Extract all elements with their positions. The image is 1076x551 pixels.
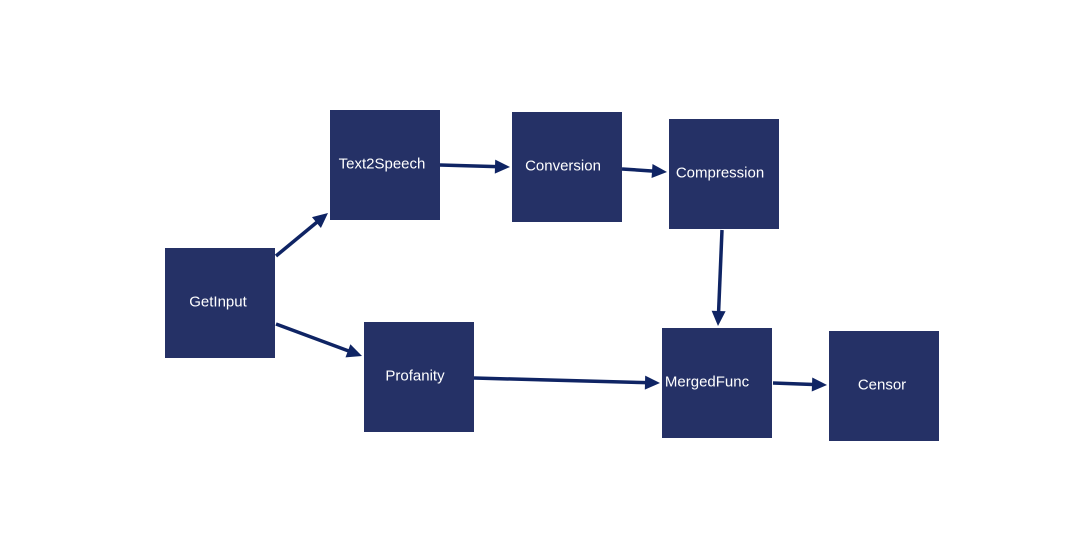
profanity-node[interactable]: Profanity — [364, 322, 474, 432]
compression-label: Compression — [675, 164, 765, 182]
edge-line — [274, 220, 319, 258]
censor-label: Censor — [857, 376, 907, 394]
compression-node[interactable]: Compression — [669, 119, 779, 229]
edge-getinput-to-text2speech — [274, 213, 328, 258]
edge-mergedfunc-to-censor — [772, 377, 827, 392]
edge-line — [473, 376, 647, 385]
edge-line — [716, 229, 724, 313]
arrowhead-icon — [311, 213, 328, 228]
arrowhead-icon — [651, 164, 667, 178]
text2speech-label: Text2Speech — [338, 155, 426, 173]
conversion-node[interactable]: Conversion — [512, 112, 622, 222]
getinput-node[interactable]: GetInput — [165, 248, 275, 358]
arrowhead-icon — [494, 159, 510, 174]
arrowhead-icon — [711, 310, 726, 326]
edge-profanity-to-mergedfunc — [473, 375, 660, 390]
text2speech-node[interactable]: Text2Speech — [330, 110, 440, 220]
edge-line — [772, 381, 814, 387]
mergedfunc-node[interactable]: MergedFunc — [662, 328, 772, 438]
censor-node[interactable]: Censor — [829, 331, 939, 441]
edge-conversion-to-compression — [621, 164, 667, 178]
edge-line — [621, 167, 654, 173]
edge-line — [439, 163, 497, 169]
edge-line — [275, 322, 350, 353]
arrowhead-icon — [644, 375, 660, 390]
edge-text2speech-to-conversion — [439, 159, 510, 174]
edge-compression-to-mergedfunc — [711, 229, 726, 326]
arrowhead-icon — [811, 377, 827, 392]
mergedfunc-label: MergedFunc — [664, 373, 750, 391]
edge-getinput-to-profanity — [275, 322, 362, 358]
conversion-label: Conversion — [525, 157, 601, 175]
getinput-label: GetInput — [189, 293, 247, 311]
arrowhead-icon — [345, 344, 362, 358]
profanity-label: Profanity — [385, 367, 445, 385]
